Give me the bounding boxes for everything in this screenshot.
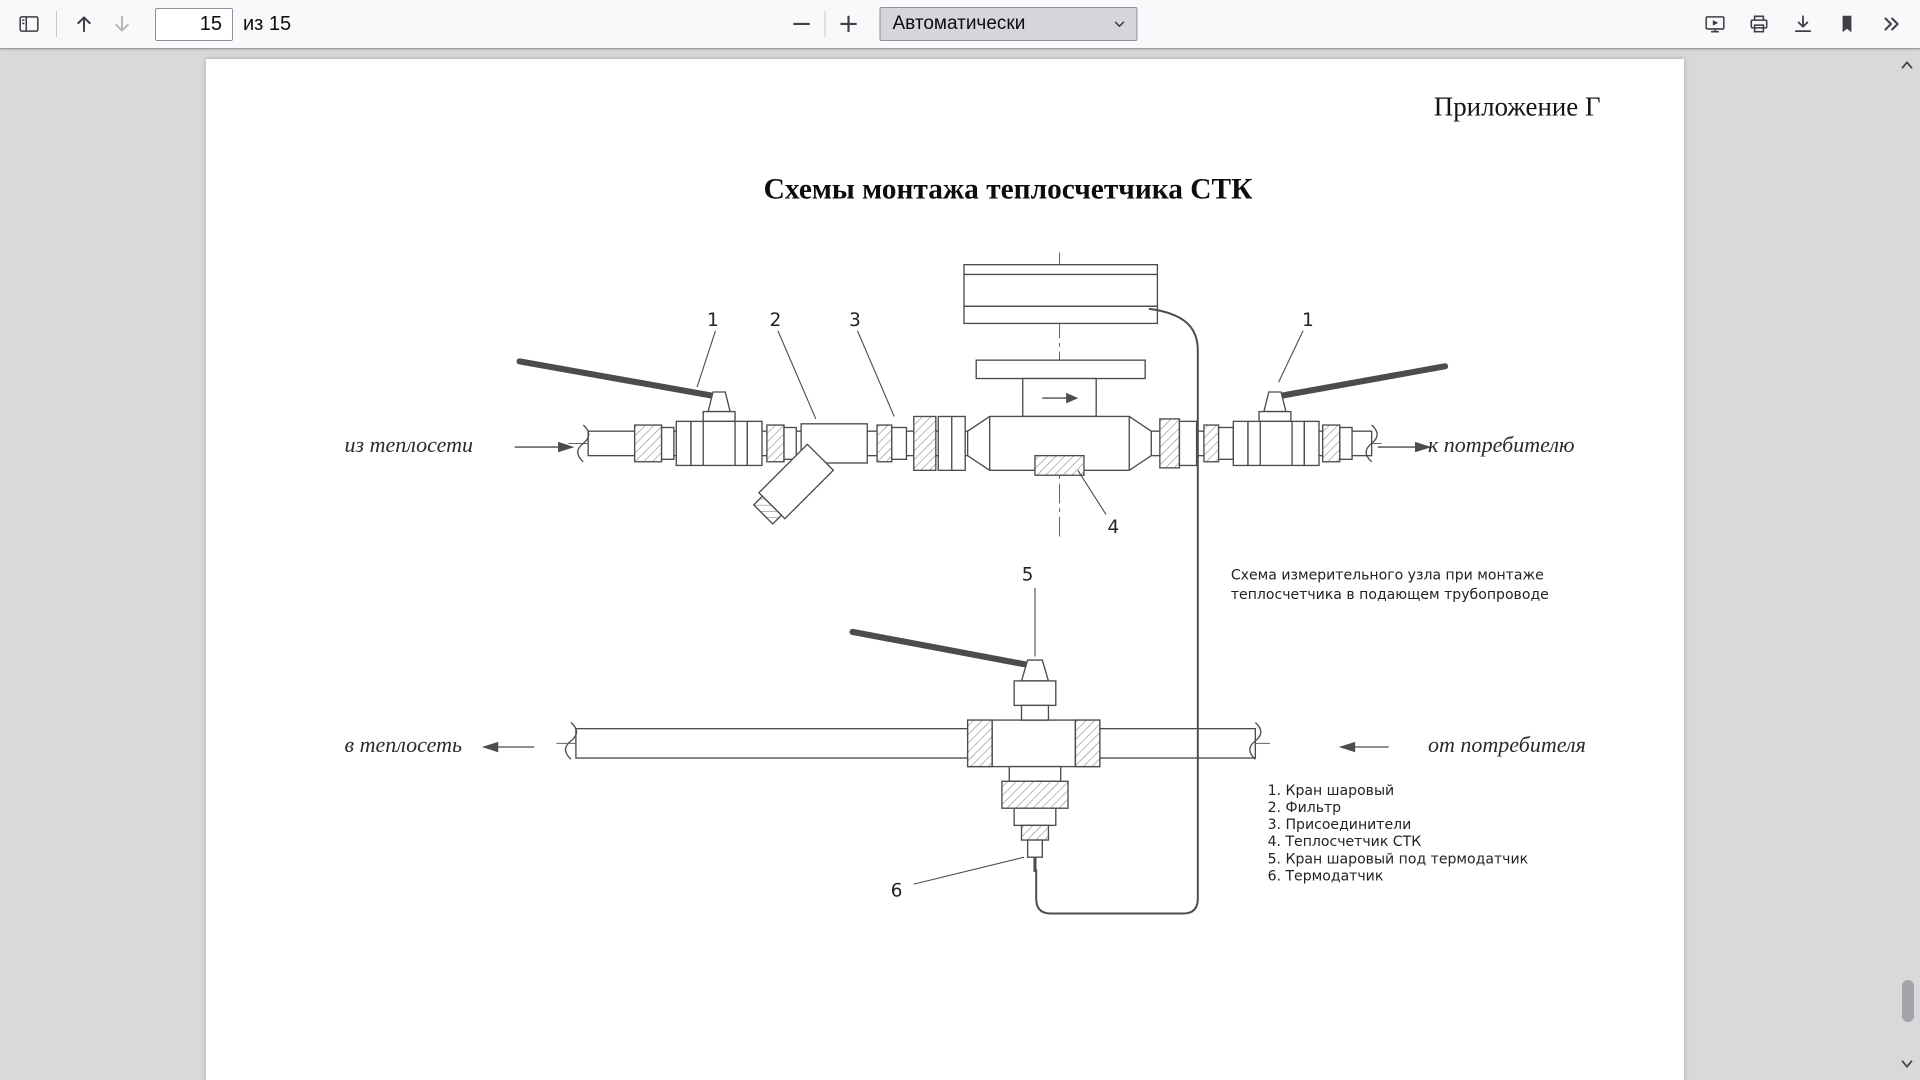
pdf-page: Приложение Г Схемы монтажа теплосчетчика… — [206, 59, 1684, 1080]
scheme-note-line2: теплосчетчика в подающем трубопроводе — [1231, 587, 1549, 603]
document-page-graphics: Приложение Г Схемы монтажа теплосчетчика… — [345, 91, 1601, 915]
return-pipeline — [481, 587, 1389, 885]
callout-thermo-valve: 5 — [1022, 565, 1034, 586]
presentation-mode-button[interactable] — [1696, 5, 1734, 43]
printer-icon — [1750, 15, 1768, 33]
legend-item: 4. Теплосчетчик СТК — [1268, 834, 1422, 850]
return-from-label: от потребителя — [1428, 732, 1586, 757]
toolbar: из 15 − + Автоматически — [0, 0, 1920, 49]
toolbar-separator — [824, 11, 826, 37]
callout-meter: 4 — [1107, 517, 1119, 538]
arrow-up-icon — [77, 16, 91, 33]
scheme-note-line1: Схема измерительного узла при монтаже — [1231, 567, 1544, 583]
bookmark-button[interactable] — [1828, 5, 1866, 43]
callout-connector: 3 — [849, 310, 861, 331]
scroll-up-button[interactable] — [1894, 51, 1920, 79]
callout-valve-left: 1 — [707, 310, 719, 331]
sidebar-toggle-button[interactable] — [10, 5, 48, 43]
toolbar-left-group: из 15 — [10, 5, 291, 43]
print-button[interactable] — [1740, 5, 1778, 43]
download-button[interactable] — [1784, 5, 1822, 43]
legend-item: 1. Кран шаровый — [1268, 783, 1395, 799]
content-area: Приложение Г Схемы монтажа теплосчетчика… — [0, 49, 1920, 1080]
appendix-label: Приложение Г — [1434, 91, 1601, 121]
callout-thermo-sensor: 6 — [891, 880, 903, 901]
presentation-mode-icon — [1705, 16, 1725, 33]
callout-filter: 2 — [770, 310, 782, 331]
double-chevron-right-icon — [1884, 17, 1899, 31]
scrollbar-thumb[interactable] — [1902, 980, 1914, 1022]
vertical-scrollbar[interactable] — [1894, 49, 1920, 1080]
scroll-down-button[interactable] — [1894, 1050, 1920, 1078]
tee-fitting — [966, 719, 1101, 768]
supply-from-label: из теплосети — [345, 432, 474, 457]
zoom-select[interactable]: Автоматически — [879, 7, 1138, 41]
filter — [752, 423, 868, 525]
plus-icon: + — [837, 9, 860, 39]
installation-diagram — [481, 252, 1449, 915]
sidebar-toggle-icon — [19, 16, 39, 32]
more-tools-button[interactable] — [1872, 5, 1910, 43]
arrow-down-icon — [115, 15, 129, 32]
next-page-button[interactable] — [103, 5, 141, 43]
thermo-sensor — [1001, 765, 1069, 872]
ball-valve-right — [1232, 363, 1449, 467]
page-count-label: из 15 — [243, 12, 292, 35]
supply-to-label: к потребителю — [1428, 432, 1575, 457]
zoom-out-button[interactable]: − — [783, 5, 821, 43]
callout-valve-right: 1 — [1302, 310, 1314, 331]
page-number-input[interactable] — [155, 7, 233, 41]
zoom-select-value: Автоматически — [892, 13, 1026, 34]
download-icon — [1794, 15, 1812, 33]
toolbar-right-group — [1696, 5, 1910, 43]
legend-item: 2. Фильтр — [1268, 800, 1342, 816]
legend-item: 3. Присоединители — [1268, 817, 1412, 833]
minus-icon: − — [790, 9, 813, 39]
previous-page-button[interactable] — [65, 5, 103, 43]
ball-valve-left — [516, 358, 763, 467]
heat-meter — [963, 252, 1159, 539]
return-to-label: в теплосеть — [345, 732, 463, 757]
thermo-valve — [849, 628, 1057, 721]
supply-pipeline — [514, 252, 1449, 539]
chevron-down-icon — [1901, 1060, 1913, 1068]
chevron-up-icon — [1901, 61, 1913, 69]
bookmark-icon — [1842, 15, 1852, 33]
zoom-in-button[interactable]: + — [830, 5, 868, 43]
page-title: Схемы монтажа теплосчетчика СТК — [764, 174, 1253, 206]
toolbar-zoom-group: − + Автоматически — [783, 5, 1138, 43]
sensor-cable — [1035, 307, 1199, 915]
chevron-down-icon — [1114, 21, 1125, 27]
legend-item: 6. Термодатчик — [1268, 868, 1384, 884]
toolbar-separator — [56, 11, 57, 37]
legend-item: 5. Кран шаровый под термодатчик — [1268, 851, 1529, 867]
